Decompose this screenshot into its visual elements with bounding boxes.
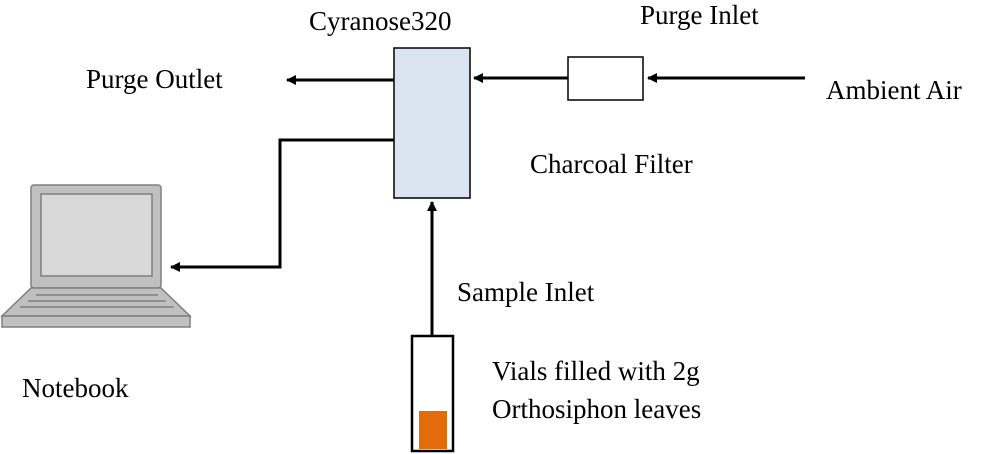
analyzer-box (393, 47, 471, 199)
vial-icon (410, 334, 455, 453)
purge-outlet-label: Purge Outlet (86, 64, 223, 94)
analyzer-to-notebook-arrow (170, 138, 394, 272)
charcoal-filter-box (567, 56, 644, 101)
vial-label-line2: Orthosiphon leaves (492, 394, 701, 424)
notebook-label: Notebook (22, 373, 129, 403)
purge-inlet-label: Purge Inlet (640, 0, 759, 30)
vial-label-line1: Vials filled with 2g (492, 356, 700, 386)
sample-inlet-label: Sample Inlet (457, 277, 595, 307)
charcoal-filter-label: Charcoal Filter (530, 149, 693, 179)
leaf-sample-fill (419, 411, 447, 449)
laptop-icon (0, 184, 192, 328)
ambient-air-label: Ambient Air (826, 75, 962, 105)
analyzer-label: Cyranose320 (309, 6, 451, 36)
